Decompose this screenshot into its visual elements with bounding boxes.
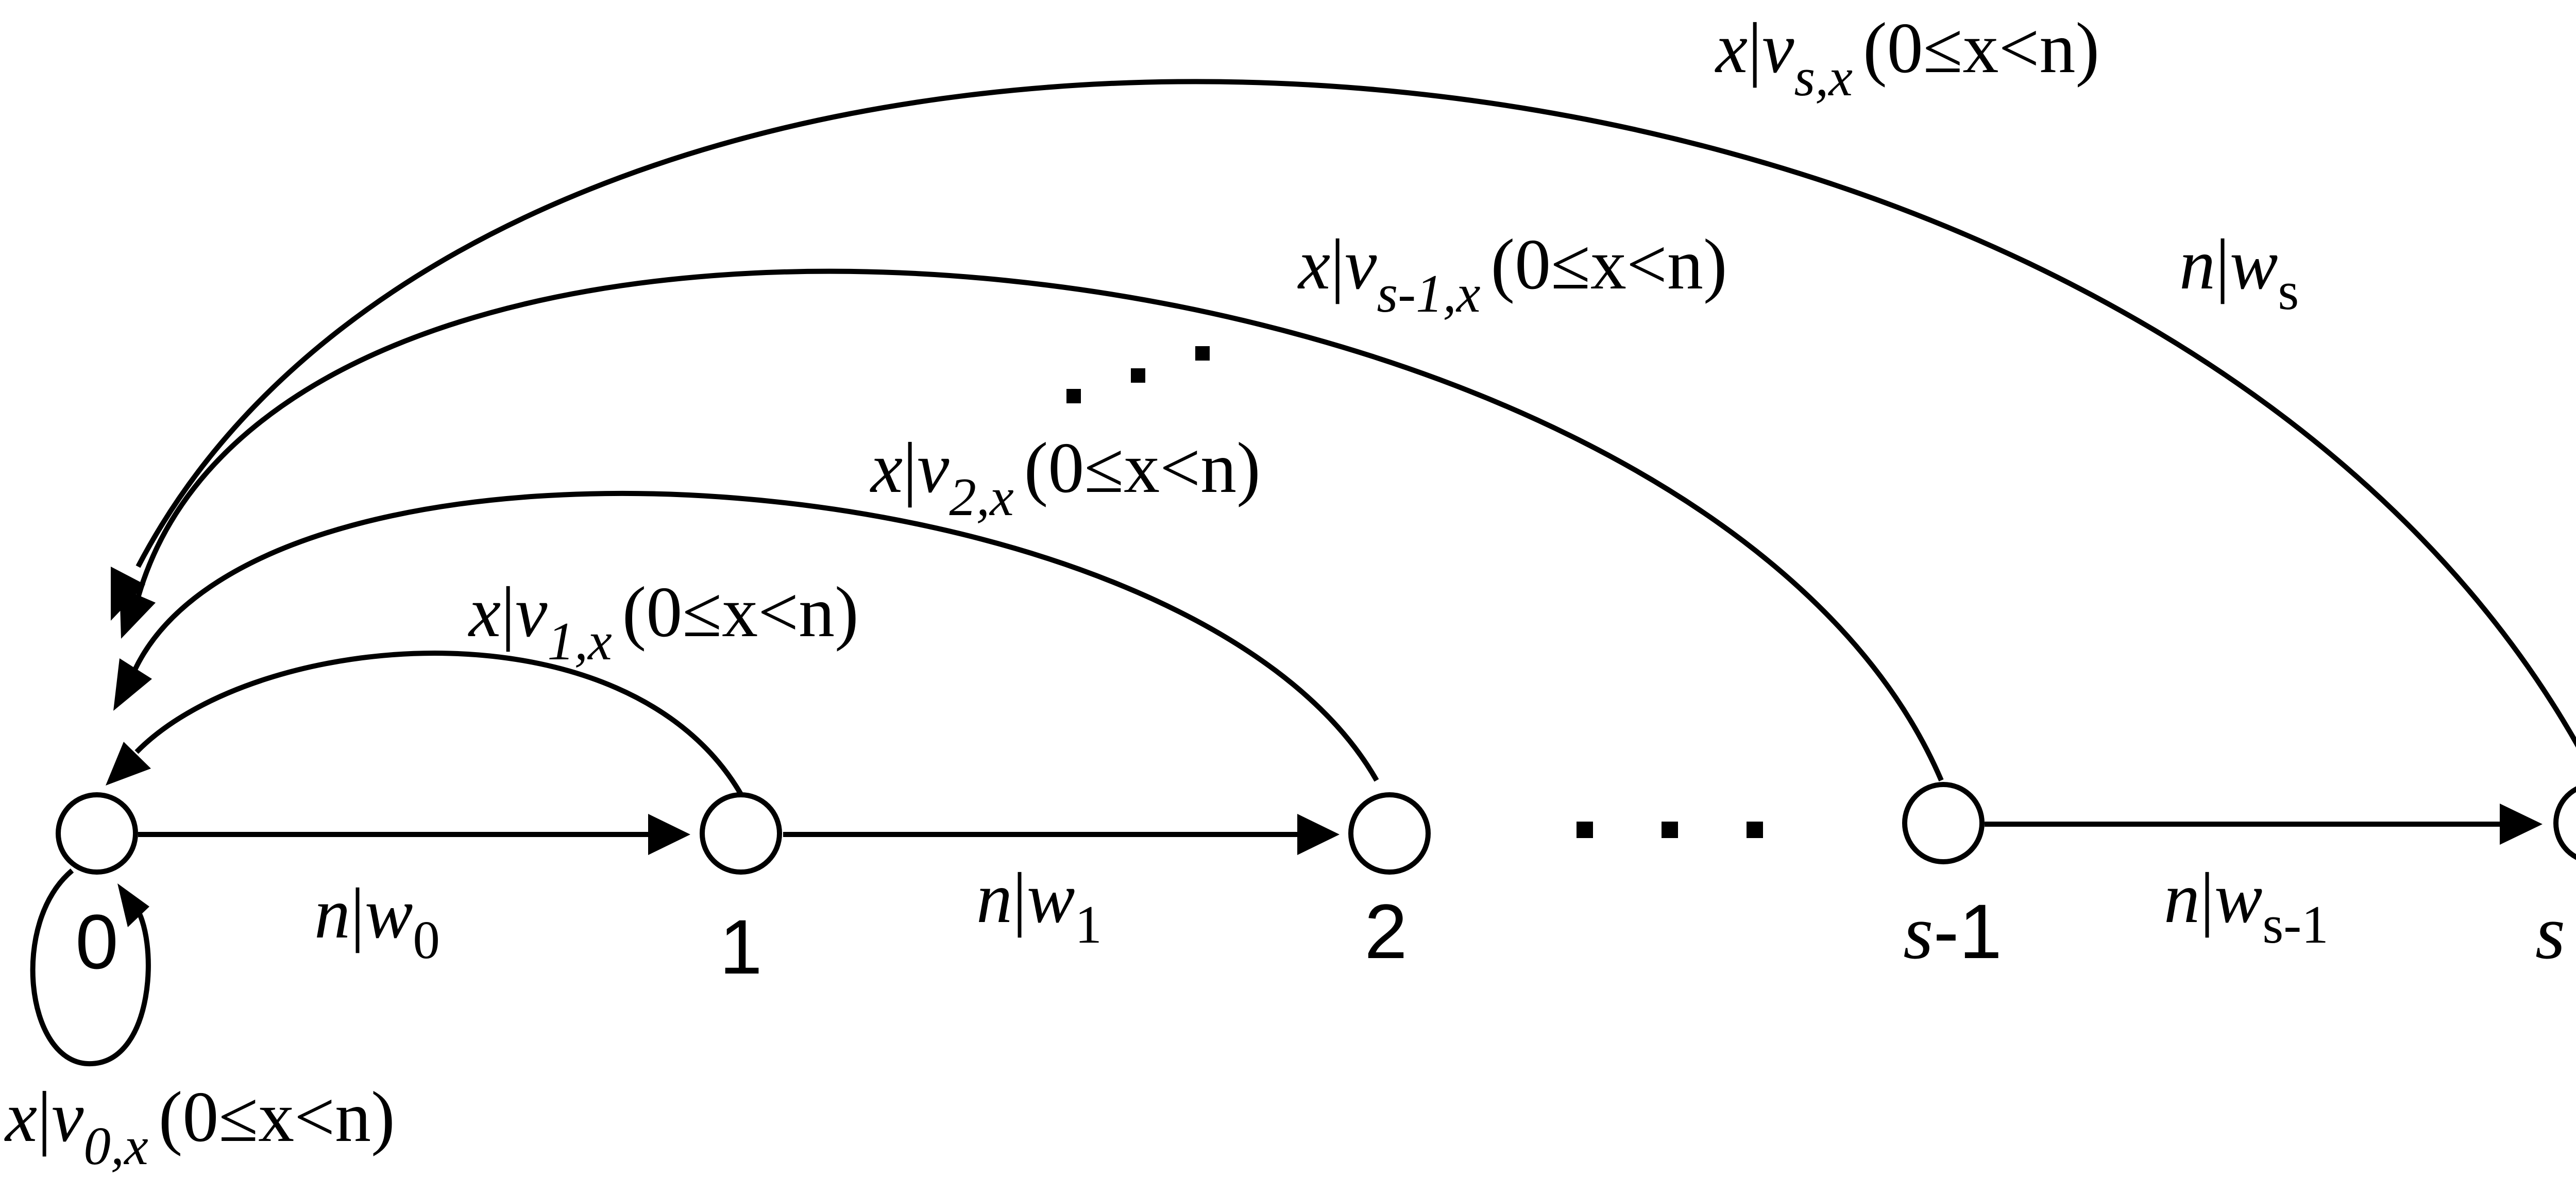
label-edge-0-to-1: n|w0 [314, 874, 440, 970]
arrowhead-self-loop-0 [117, 883, 149, 927]
ellipsis-dot [1131, 368, 1145, 383]
arrowhead-1-to-0 [106, 742, 151, 786]
node-label-2: 2 [1364, 888, 1407, 975]
label-edge-1-to-2: n|w1 [976, 858, 1102, 954]
node-label-s: s [2535, 890, 2565, 975]
state-node-2 [1348, 792, 1431, 875]
label-edge-sm1-to-0: x|vs-1,x(0≤x<n) [1297, 225, 1727, 323]
label-edge-1-to-0: x|v1,x(0≤x<n) [468, 572, 859, 671]
ellipsis-back-edges [1066, 346, 1210, 403]
edge-sm1-to-0 [135, 268, 1944, 781]
arrowhead-1-to-2 [1297, 814, 1340, 855]
label-edge-2-to-0: x|v2,x(0≤x<n) [870, 428, 1261, 527]
ellipsis-dot [1066, 389, 1081, 403]
state-node-s-1 [1902, 782, 1985, 864]
ellipsis-dot [1195, 346, 1210, 361]
node-label-1: 1 [719, 903, 762, 990]
state-node-s [2553, 786, 2576, 860]
state-node-0 [56, 792, 138, 875]
label-self-loop-0: x|v0,x(0≤x<n) [4, 1077, 395, 1176]
label-edge-sm1-to-s: n|ws-1 [2164, 858, 2329, 954]
node-label-0: 0 [75, 898, 118, 985]
ellipsis-dot [1577, 822, 1593, 838]
edge-s-to-0 [135, 79, 2576, 748]
ellipsis-dot [1662, 822, 1678, 838]
arrowhead-sm1-to-s [2500, 804, 2543, 845]
label-edge-s-to-0: x|vs,x(0≤x<n) [1715, 8, 2099, 107]
arrowhead-2-to-0 [113, 658, 152, 711]
state-node-1 [700, 792, 782, 875]
ellipsis-nodes [1577, 822, 1763, 838]
arrowhead-0-to-1 [648, 814, 690, 855]
node-label-s-1: s-1 [1903, 888, 2002, 975]
self-loop-0 [30, 868, 151, 1067]
edge-2-to-0 [132, 490, 1379, 782]
ellipsis-dot [1747, 822, 1763, 838]
label-edge-s-to-0-weight: n|ws [2179, 225, 2299, 321]
edge-1-to-0 [134, 651, 744, 797]
arrowhead-s-to-0 [111, 567, 145, 621]
